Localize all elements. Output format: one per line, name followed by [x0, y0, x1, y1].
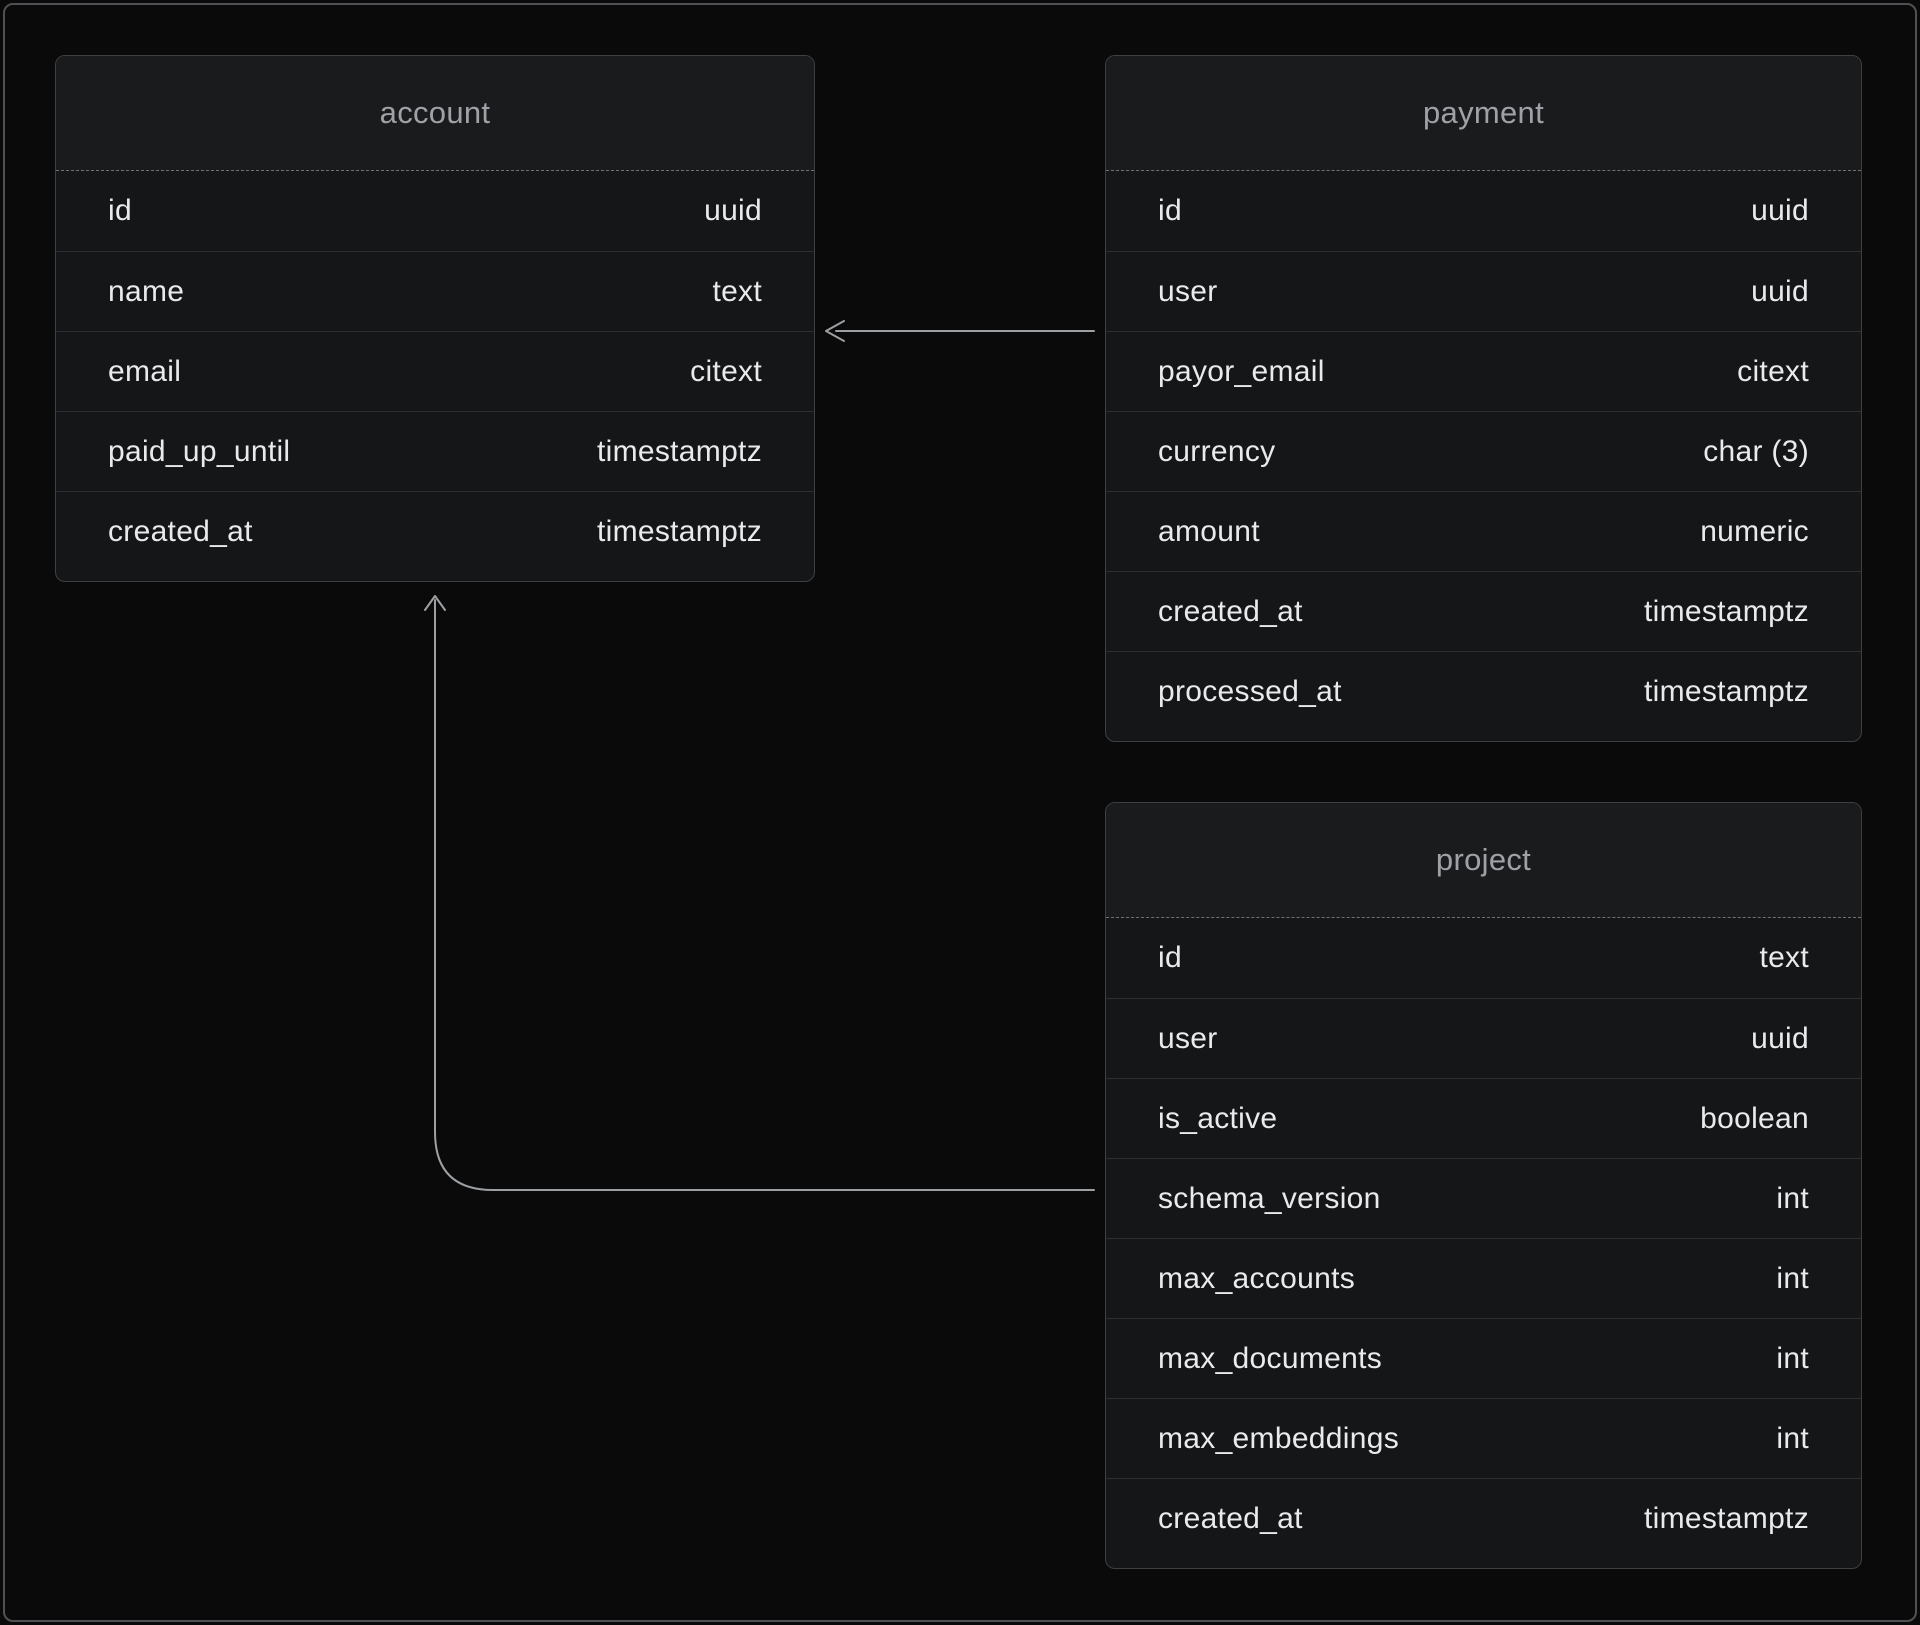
column-row-currency[interactable]: currency char (3) — [1106, 411, 1861, 491]
column-type: timestamptz — [1643, 674, 1809, 708]
column-name: max_accounts — [1158, 1261, 1356, 1295]
column-type: uuid — [1751, 194, 1809, 227]
table-account[interactable]: account id uuid name text email citext paid_up… — [55, 55, 815, 582]
column-type: timestamptz — [596, 514, 762, 548]
column-row-processed_at[interactable]: processed_at timestamptz — [1106, 651, 1861, 731]
column-name: processed_at — [1158, 674, 1342, 708]
table-project-header[interactable]: project — [1106, 803, 1861, 918]
column-type: int — [1776, 1341, 1809, 1375]
column-type: boolean — [1700, 1101, 1809, 1135]
table-payment-title: payment — [1423, 95, 1544, 130]
column-row-created_at[interactable]: created_at timestamptz — [56, 491, 814, 571]
column-row-id[interactable]: id text — [1106, 918, 1861, 998]
column-type: uuid — [1751, 1021, 1809, 1055]
table-payment[interactable]: payment id uuid user uuid payor_email citext c… — [1105, 55, 1862, 742]
relation-project-to-account[interactable] — [424, 595, 1095, 1191]
column-name: payor_email — [1158, 354, 1325, 388]
table-account-header[interactable]: account — [56, 56, 814, 171]
column-name: user — [1158, 1021, 1218, 1055]
column-row-amount[interactable]: amount numeric — [1106, 491, 1861, 571]
column-name: name — [108, 274, 185, 308]
column-row-name[interactable]: name text — [56, 251, 814, 331]
column-row-paid_up_until[interactable]: paid_up_until timestamptz — [56, 411, 814, 491]
arrowhead-up-icon — [424, 595, 446, 611]
table-project[interactable]: project id text user uuid is_active boolean sc… — [1105, 802, 1862, 1569]
column-row-user[interactable]: user uuid — [1106, 251, 1861, 331]
column-row-is_active[interactable]: is_active boolean — [1106, 1078, 1861, 1158]
column-row-created_at[interactable]: created_at timestamptz — [1106, 1478, 1861, 1558]
column-name: created_at — [108, 514, 253, 548]
column-row-created_at[interactable]: created_at timestamptz — [1106, 571, 1861, 651]
column-name: created_at — [1158, 1501, 1303, 1535]
column-type: char (3) — [1703, 434, 1809, 468]
column-name: schema_version — [1158, 1181, 1381, 1215]
table-account-title: account — [379, 95, 491, 130]
column-type: citext — [690, 354, 762, 388]
column-row-max_accounts[interactable]: max_accounts int — [1106, 1238, 1861, 1318]
column-row-max_embeddings[interactable]: max_embeddings int — [1106, 1398, 1861, 1478]
column-row-id[interactable]: id uuid — [56, 171, 814, 251]
column-name: user — [1158, 274, 1218, 308]
column-row-schema_version[interactable]: schema_version int — [1106, 1158, 1861, 1238]
column-row-email[interactable]: email citext — [56, 331, 814, 411]
column-name: currency — [1158, 434, 1276, 468]
arrowhead-left-icon — [825, 320, 845, 342]
column-type: text — [712, 274, 762, 308]
column-type: numeric — [1700, 514, 1809, 548]
relation-payment-to-account[interactable] — [825, 320, 1095, 342]
column-type: citext — [1737, 354, 1809, 388]
column-name: id — [1158, 941, 1182, 974]
column-row-max_documents[interactable]: max_documents int — [1106, 1318, 1861, 1398]
column-name: amount — [1158, 514, 1260, 548]
column-type: timestamptz — [596, 434, 762, 468]
column-type: text — [1759, 941, 1809, 974]
column-type: timestamptz — [1643, 594, 1809, 628]
column-name: is_active — [1158, 1101, 1278, 1135]
table-payment-header[interactable]: payment — [1106, 56, 1861, 171]
table-project-columns: id text user uuid is_active boolean schema_ver… — [1106, 918, 1861, 1558]
column-type: uuid — [704, 194, 762, 227]
column-name: max_documents — [1158, 1341, 1383, 1375]
column-type: int — [1776, 1421, 1809, 1455]
column-name: id — [1158, 194, 1182, 227]
column-name: created_at — [1158, 594, 1303, 628]
column-type: int — [1776, 1181, 1809, 1215]
column-type: int — [1776, 1261, 1809, 1295]
column-name: max_embeddings — [1158, 1421, 1400, 1455]
column-row-user[interactable]: user uuid — [1106, 998, 1861, 1078]
column-name: paid_up_until — [108, 434, 291, 468]
column-row-payor_email[interactable]: payor_email citext — [1106, 331, 1861, 411]
column-name: id — [108, 194, 132, 227]
table-project-title: project — [1435, 842, 1532, 877]
relation-line — [434, 599, 1095, 1191]
column-type: timestamptz — [1643, 1501, 1809, 1535]
column-row-id[interactable]: id uuid — [1106, 171, 1861, 251]
column-type: uuid — [1751, 274, 1809, 308]
column-name: email — [108, 354, 182, 388]
